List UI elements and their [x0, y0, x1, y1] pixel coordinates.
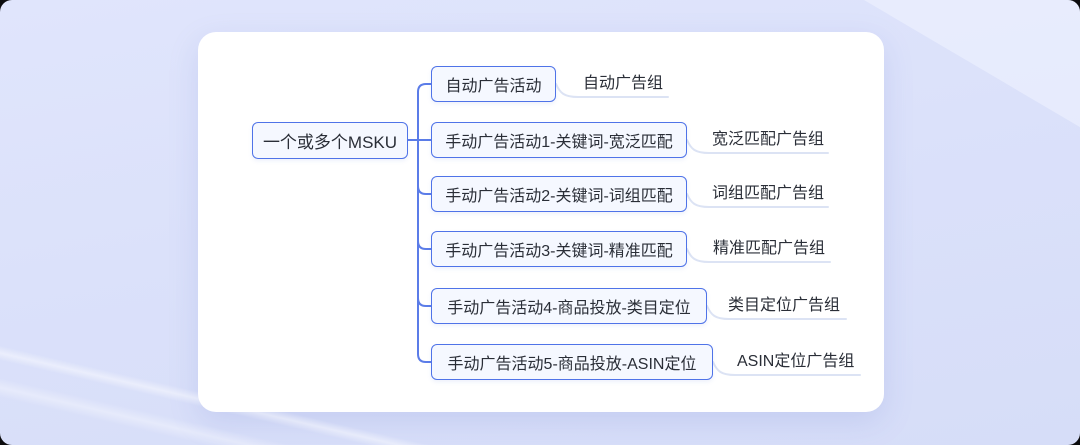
adgroup-label-phrase: 词组匹配广告组: [712, 185, 825, 202]
campaign-node-phrase: 手动广告活动2-关键词-词组匹配: [431, 176, 687, 212]
adgroup-label-exact: 精准匹配广告组: [713, 240, 826, 257]
campaign-node-auto: 自动广告活动: [431, 66, 556, 102]
adgroup-line: [686, 139, 829, 154]
adgroup-line: [686, 193, 829, 208]
adgroup-line: [555, 83, 669, 98]
branch-line: [417, 297, 432, 307]
adgroup-line: [686, 248, 831, 263]
adgroup-label-auto: 自动广告组: [583, 75, 664, 92]
diagram-card: 一个或多个MSKU 自动广告活动 手动广告活动1-关键词-宽泛匹配 手动广告活动…: [198, 32, 884, 412]
campaign-node-broad: 手动广告活动1-关键词-宽泛匹配: [431, 122, 687, 158]
adgroup-line: [706, 305, 847, 320]
adgroup-label-asin: ASIN定位广告组: [737, 353, 855, 370]
root-node-msku: 一个或多个MSKU: [252, 122, 408, 159]
adgroup-line: [712, 361, 861, 376]
tree-connector-lines: [407, 83, 861, 376]
branch-line: [417, 185, 432, 195]
branch-line: [417, 240, 432, 250]
campaign-node-exact: 手动广告活动3-关键词-精准匹配: [431, 231, 687, 267]
branch-line: [417, 83, 432, 363]
adgroup-label-category: 类目定位广告组: [728, 297, 841, 314]
campaign-node-category: 手动广告活动4-商品投放-类目定位: [431, 288, 707, 324]
adgroup-label-broad: 宽泛匹配广告组: [712, 131, 825, 148]
campaign-node-asin: 手动广告活动5-商品投放-ASIN定位: [431, 344, 713, 380]
